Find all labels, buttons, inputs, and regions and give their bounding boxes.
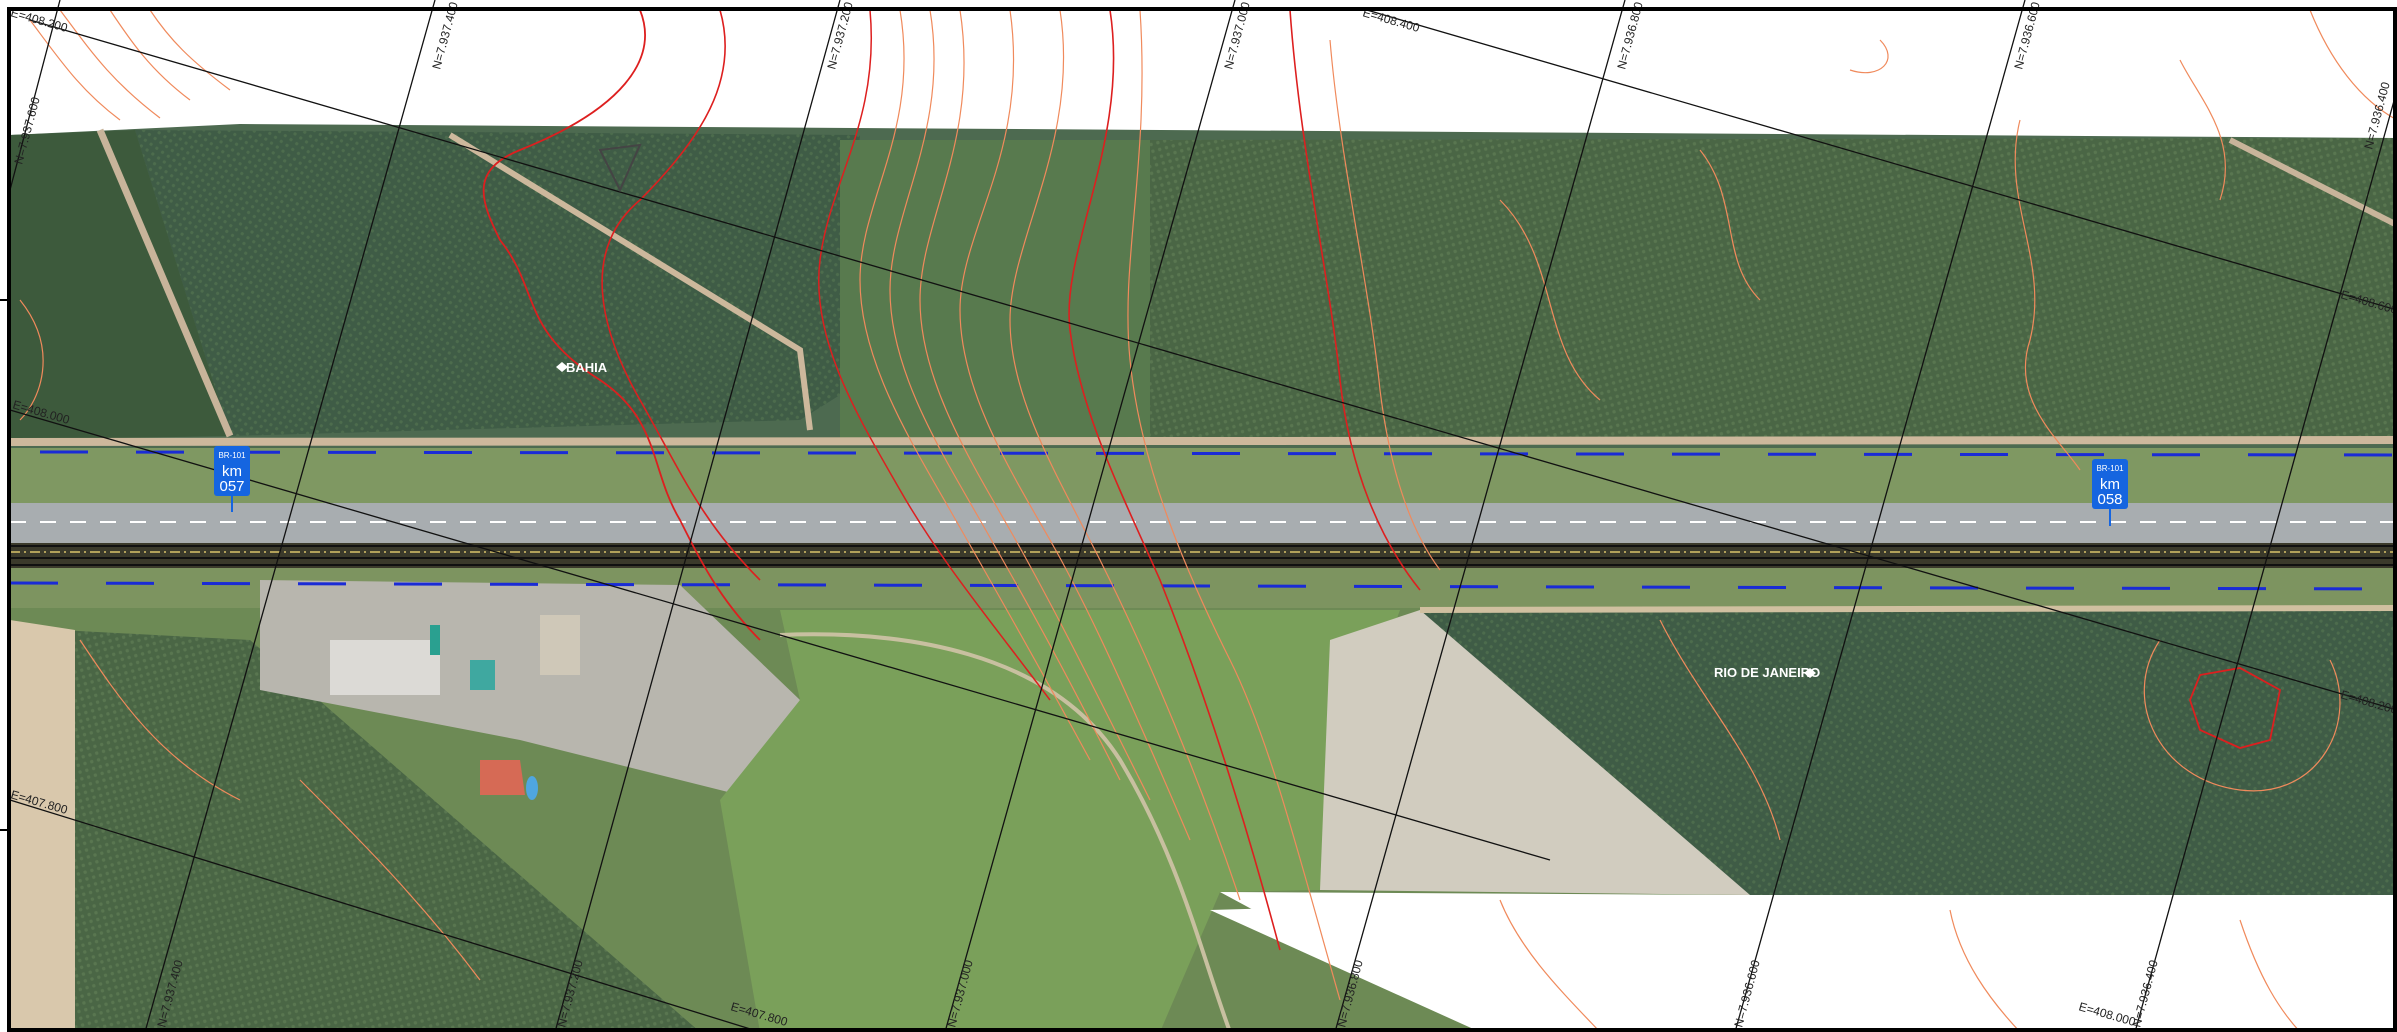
km-marker-057[interactable]: BR-101 km 057 bbox=[214, 446, 250, 512]
survey-triangle-icon bbox=[598, 143, 642, 193]
place-name-bahia: BAHIA bbox=[566, 360, 608, 375]
km-marker-number: 058 bbox=[2097, 491, 2122, 508]
place-label-rio: RIO DE JANEIRO bbox=[1714, 665, 1820, 680]
km-marker-number: 057 bbox=[219, 478, 244, 495]
contour-lines bbox=[19, 9, 2397, 1032]
right-of-way-boundaries bbox=[9, 450, 2397, 591]
highway bbox=[10, 503, 2397, 543]
orthophoto-south bbox=[10, 580, 2397, 1032]
verge-north bbox=[10, 448, 2397, 503]
place-label-bahia: BAHIA bbox=[556, 360, 608, 375]
highway-median bbox=[10, 543, 2397, 568]
km-marker-058[interactable]: BR-101 km 058 bbox=[2092, 459, 2128, 526]
km-marker-label: km bbox=[2100, 476, 2120, 493]
km-marker-highway: BR-101 bbox=[2096, 464, 2124, 473]
sheet-border bbox=[7, 7, 2397, 1032]
km-marker-highway: BR-101 bbox=[218, 451, 246, 460]
km-marker-label: km bbox=[222, 463, 242, 480]
orthophoto-north bbox=[9, 124, 2397, 555]
coordinate-grid bbox=[9, 0, 2397, 1032]
place-name-rio: RIO DE JANEIRO bbox=[1714, 665, 1820, 680]
